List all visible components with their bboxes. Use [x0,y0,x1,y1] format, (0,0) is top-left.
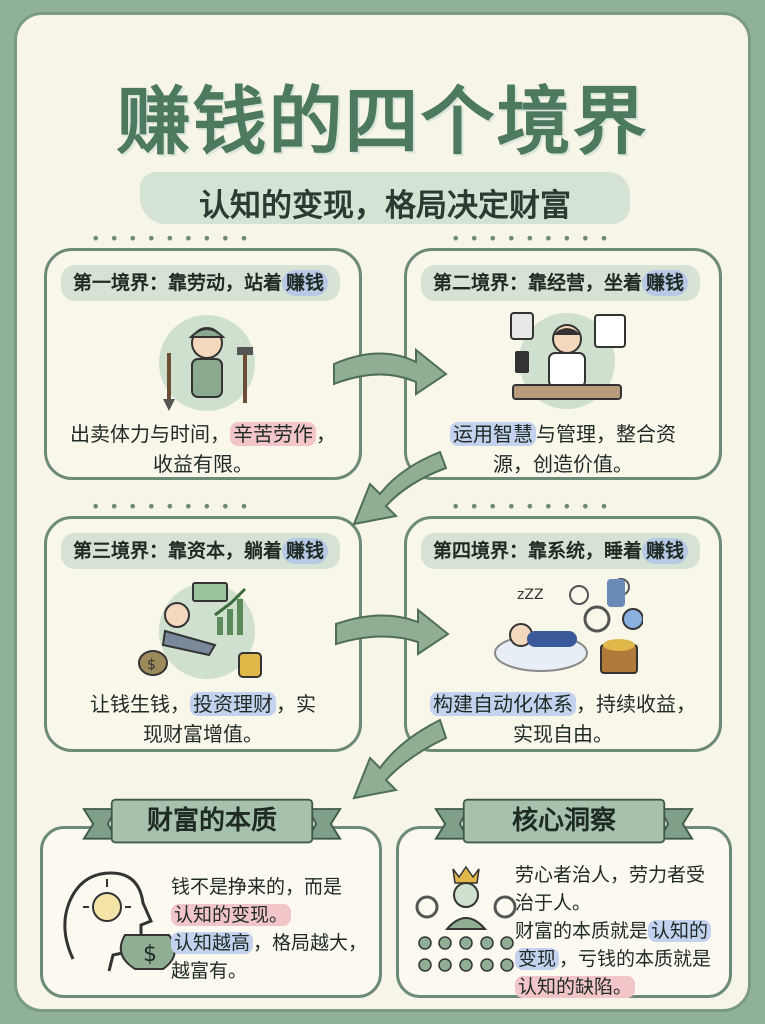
arrow-right-icon [333,347,448,396]
level-2-card: • • • • • • • • • 第二境界：靠经营，坐着赚钱 运用智慧与管理，… [404,229,722,480]
level-4-text: 构建自动化体系，持续收益， 实现自由。 [425,689,701,749]
level-1-label: 第一境界：靠劳动，站着赚钱 [61,265,341,301]
arrow-down-left-icon [352,450,448,526]
level-1-text: 出卖体力与时间，辛苦劳作， 收益有限。 [70,422,336,476]
insight-banner [434,798,694,844]
card-dots: • • • • • • • • • [451,229,611,248]
insight-card: 劳心者治人，劳力者受 治于人。 财富的本质就是认知的 变现，亏钱的本质就是 认知… [396,826,732,998]
worker-icon [159,315,255,411]
investor-icon: $ [138,582,262,679]
insight-title: 核心洞察 [511,806,616,836]
insight-text: 劳心者治人，劳力者受 治于人。 财富的本质就是认知的 变现，亏钱的本质就是 认知… [515,864,712,998]
sleeper-icon: zZZ [494,578,643,674]
level-2-text: 运用智慧与管理，整合资 源，创造价值。 [425,419,701,479]
svg-text:$: $ [147,657,156,673]
level-3-label: 第三境界：靠资本，躺着赚钱 [61,533,341,569]
level-3-text: 让钱生钱，投资理财，实 现财富增值。 [90,692,316,746]
essence-text: 钱不是挣来的，而是 认知的变现。 认知越高，格局越大， 越富有。 [171,876,368,982]
mind-money-icon: $ [63,871,176,972]
card-dots: • • • • • • • • • [91,497,251,516]
card-dots: • • • • • • • • • [91,229,251,248]
subtitle: 认知的变现，格局决定财富 [199,188,571,224]
essence-card: $ 钱不是挣来的，而是 认知的变现。 认知越高，格局越大， 越富有。 [40,826,382,998]
page-title: 赚钱的四个境界 [116,79,649,165]
svg-text:$: $ [143,942,157,967]
leader-icon [415,865,517,972]
level-3-card: • • • • • • • • • 第三境界：靠资本，躺着赚钱 $ 让钱生钱，投… [44,497,362,752]
essence-title: 财富的本质 [146,806,277,836]
arrow-down-left-icon-2 [352,718,448,800]
svg-text:zZZ: zZZ [517,587,544,603]
subtitle-banner: 认知的变现，格局决定财富 [140,172,630,224]
arrow-right-icon-2 [335,607,450,656]
level-1-card: • • • • • • • • • 第一境界：靠劳动，站着赚钱 出卖体力与时间，… [44,229,362,480]
card-dots: • • • • • • • • • [451,497,611,516]
level-4-label: 第四境界：靠系统，睡着赚钱 [421,533,701,569]
essence-banner [82,798,342,844]
manager-icon [510,312,626,409]
level-2-label: 第二境界：靠经营，坐着赚钱 [421,265,701,301]
